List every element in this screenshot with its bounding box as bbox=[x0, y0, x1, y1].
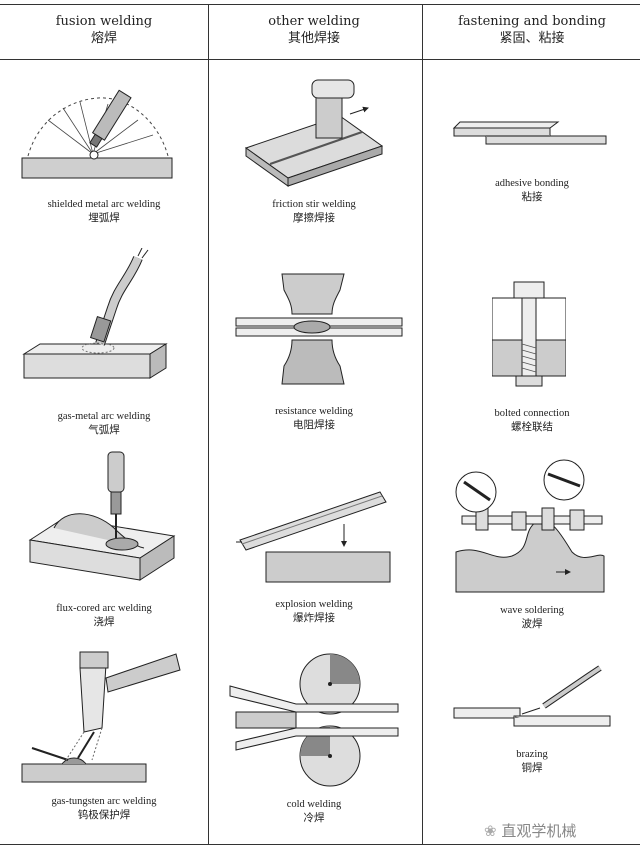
flux-cored-arc-illustration bbox=[28, 451, 176, 581]
brazing-illustration bbox=[453, 665, 611, 727]
cell-gas-metal-arc: gas-metal arc welding 气弧焊 bbox=[0, 410, 208, 437]
cell-label-zh: 气弧焊 bbox=[88, 424, 120, 436]
column-header-title: fusion welding bbox=[55, 14, 153, 29]
cell-explosion-welding: explosion welding 爆炸焊接 bbox=[210, 598, 418, 625]
cell-label-zh: 埋弧焊 bbox=[88, 212, 120, 224]
friction-stir-illustration bbox=[244, 79, 384, 187]
table-bottom-border bbox=[0, 844, 640, 845]
cell-label-zh: 螺栓联结 bbox=[511, 421, 553, 433]
cell-label-zh: 钨极保护焊 bbox=[77, 809, 131, 821]
cell-label-zh: 浇焊 bbox=[93, 616, 115, 628]
column-divider-2 bbox=[422, 4, 423, 844]
adhesive-bonding-illustration bbox=[452, 121, 607, 145]
cell-label-zh: 铜焊 bbox=[521, 762, 543, 774]
cell-adhesive-bonding: adhesive bonding 粘接 bbox=[424, 177, 640, 204]
cell-label-en: resistance welding bbox=[275, 406, 353, 417]
cell-label-zh: 摩擦焊接 bbox=[293, 212, 335, 224]
cell-label-en: adhesive bonding bbox=[495, 178, 569, 189]
cell-gas-tungsten-arc: gas-tungsten arc welding 钨极保护焊 bbox=[0, 795, 208, 822]
cell-label-en: bolted connection bbox=[494, 408, 570, 419]
cell-shielded-metal-arc: shielded metal arc welding 埋弧焊 bbox=[0, 198, 208, 225]
cell-label-en: explosion welding bbox=[275, 599, 353, 610]
cell-label-zh: 波焊 bbox=[521, 618, 543, 630]
cell-label-en: shielded metal arc welding bbox=[47, 199, 161, 210]
column-header-title-zh: 其他焊接 bbox=[287, 31, 340, 46]
cell-label-en: cold welding bbox=[286, 799, 342, 810]
cell-flux-cored-arc: flux-cored arc welding 浇焊 bbox=[0, 602, 208, 629]
gas-tungsten-arc-illustration bbox=[21, 651, 181, 783]
column-header-title-zh: 熔焊 bbox=[90, 31, 117, 46]
cell-brazing: brazing 铜焊 bbox=[424, 748, 640, 775]
cell-cold-welding: cold welding 冷焊 bbox=[210, 798, 418, 825]
cell-label-en: friction stir welding bbox=[272, 199, 356, 210]
watermark: ❀ 直观学机械 bbox=[484, 820, 576, 841]
column-header-title: other welding bbox=[268, 14, 360, 29]
cell-label-en: gas-metal arc welding bbox=[57, 411, 151, 422]
gas-metal-arc-illustration bbox=[22, 248, 168, 379]
cell-resistance-welding: resistance welding 电阻焊接 bbox=[210, 405, 418, 432]
cell-label-en: flux-cored arc welding bbox=[56, 603, 152, 614]
column-header-title: fastening and bonding bbox=[458, 14, 606, 29]
cell-label-zh: 冷焊 bbox=[303, 812, 325, 824]
cell-label-en: gas-tungsten arc welding bbox=[51, 796, 157, 807]
cell-label-zh: 粘接 bbox=[521, 191, 543, 203]
wave-soldering-illustration bbox=[455, 459, 605, 593]
column-header-other: other welding 其他焊接 bbox=[210, 13, 418, 48]
cold-welding-illustration bbox=[229, 653, 399, 787]
column-header-fusion: fusion welding 熔焊 bbox=[0, 13, 208, 48]
table-top-border bbox=[0, 4, 640, 5]
explosion-welding-illustration bbox=[236, 491, 391, 583]
cell-label-zh: 爆炸焊接 bbox=[293, 612, 335, 624]
watermark-text: 直观学机械 bbox=[501, 822, 577, 840]
bolted-connection-illustration bbox=[492, 281, 566, 387]
cell-label-en: wave soldering bbox=[500, 605, 564, 616]
cell-bolted-connection: bolted connection 螺栓联结 bbox=[424, 407, 640, 434]
resistance-welding-illustration bbox=[235, 273, 403, 385]
header-divider bbox=[0, 59, 640, 60]
column-header-title-zh: 紧固、粘接 bbox=[499, 31, 565, 46]
column-divider-1 bbox=[208, 4, 209, 844]
cell-friction-stir: friction stir welding 摩擦焊接 bbox=[210, 198, 418, 225]
cell-label-zh: 电阻焊接 bbox=[293, 419, 335, 431]
shielded-metal-arc-illustration bbox=[21, 89, 173, 179]
wechat-icon: ❀ bbox=[484, 822, 502, 840]
column-header-fastening: fastening and bonding 紧固、粘接 bbox=[424, 13, 640, 48]
cell-wave-soldering: wave soldering 波焊 bbox=[424, 604, 640, 631]
cell-label-en: brazing bbox=[516, 749, 548, 760]
